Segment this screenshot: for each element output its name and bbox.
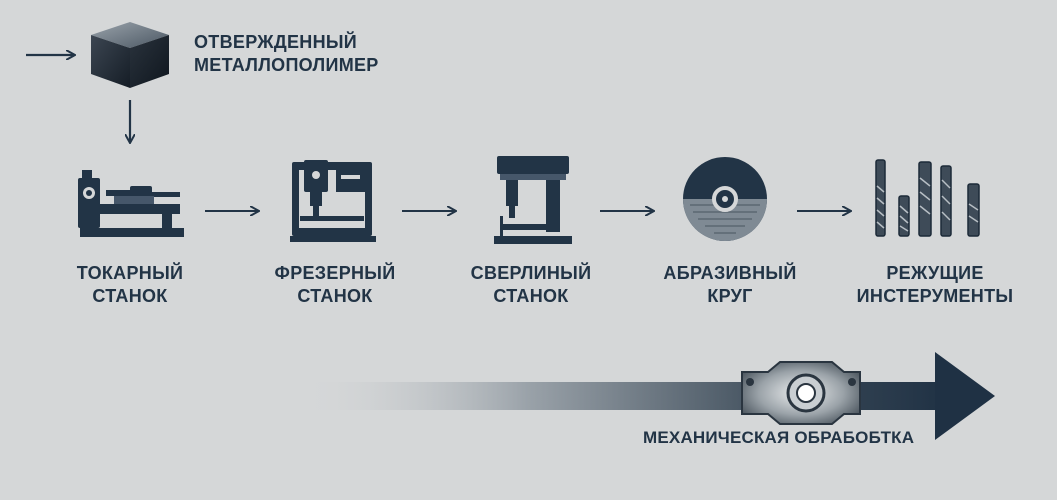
step-label-line1: ТОКАРНЫЙ bbox=[76, 263, 184, 283]
machining-caption: МЕХАНИЧЕСКАЯ ОБРАБОБТКА bbox=[643, 428, 915, 447]
metal-polymer-cube-icon bbox=[91, 22, 169, 88]
cutting-tools-icon bbox=[875, 159, 980, 237]
source-title-line1: ОТВЕРЖДЕННЫЙ bbox=[194, 32, 358, 52]
milling-machine-icon bbox=[290, 160, 376, 242]
step-label-line1: РЕЖУЩИЕ bbox=[886, 263, 984, 283]
step-label-line2: ИНСТЕРУМЕНТЫ bbox=[856, 286, 1014, 306]
source-material-label: ОТВЕРЖДЕННЫЙ МЕТАЛЛОПОЛИМЕР bbox=[194, 31, 379, 77]
step-label-cutting-tools: РЕЖУЩИЕ ИНСТЕРУМЕНТЫ bbox=[855, 262, 1015, 308]
step-label-line1: АБРАЗИВНЫЙ bbox=[663, 263, 797, 283]
step-label-line2: КРУГ bbox=[707, 286, 753, 306]
step-label-line2: СТАНОК bbox=[92, 286, 168, 306]
step-label-abrasive: АБРАЗИВНЫЙ КРУГ bbox=[660, 262, 800, 308]
machined-part-icon bbox=[741, 361, 861, 425]
abrasive-wheel-icon bbox=[683, 157, 767, 241]
step-label-milling: ФРЕЗЕРНЫЙ СТАНОК bbox=[270, 262, 400, 308]
step-label-line1: СВЕРЛИНЫЙ bbox=[470, 263, 592, 283]
source-title-line2: МЕТАЛЛОПОЛИМЕР bbox=[194, 55, 379, 75]
step-label-line2: СТАНОК bbox=[297, 286, 373, 306]
step-label-line2: СТАНОК bbox=[493, 286, 569, 306]
step-label-lathe: ТОКАРНЫЙ СТАНОК bbox=[70, 262, 190, 308]
step-label-line1: ФРЕЗЕРНЫЙ bbox=[274, 263, 396, 283]
step-label-drill: СВЕРЛИНЫЙ СТАНОК bbox=[466, 262, 596, 308]
lathe-icon bbox=[78, 170, 184, 237]
machining-process-arrow bbox=[300, 352, 995, 440]
drill-press-icon bbox=[494, 156, 572, 244]
